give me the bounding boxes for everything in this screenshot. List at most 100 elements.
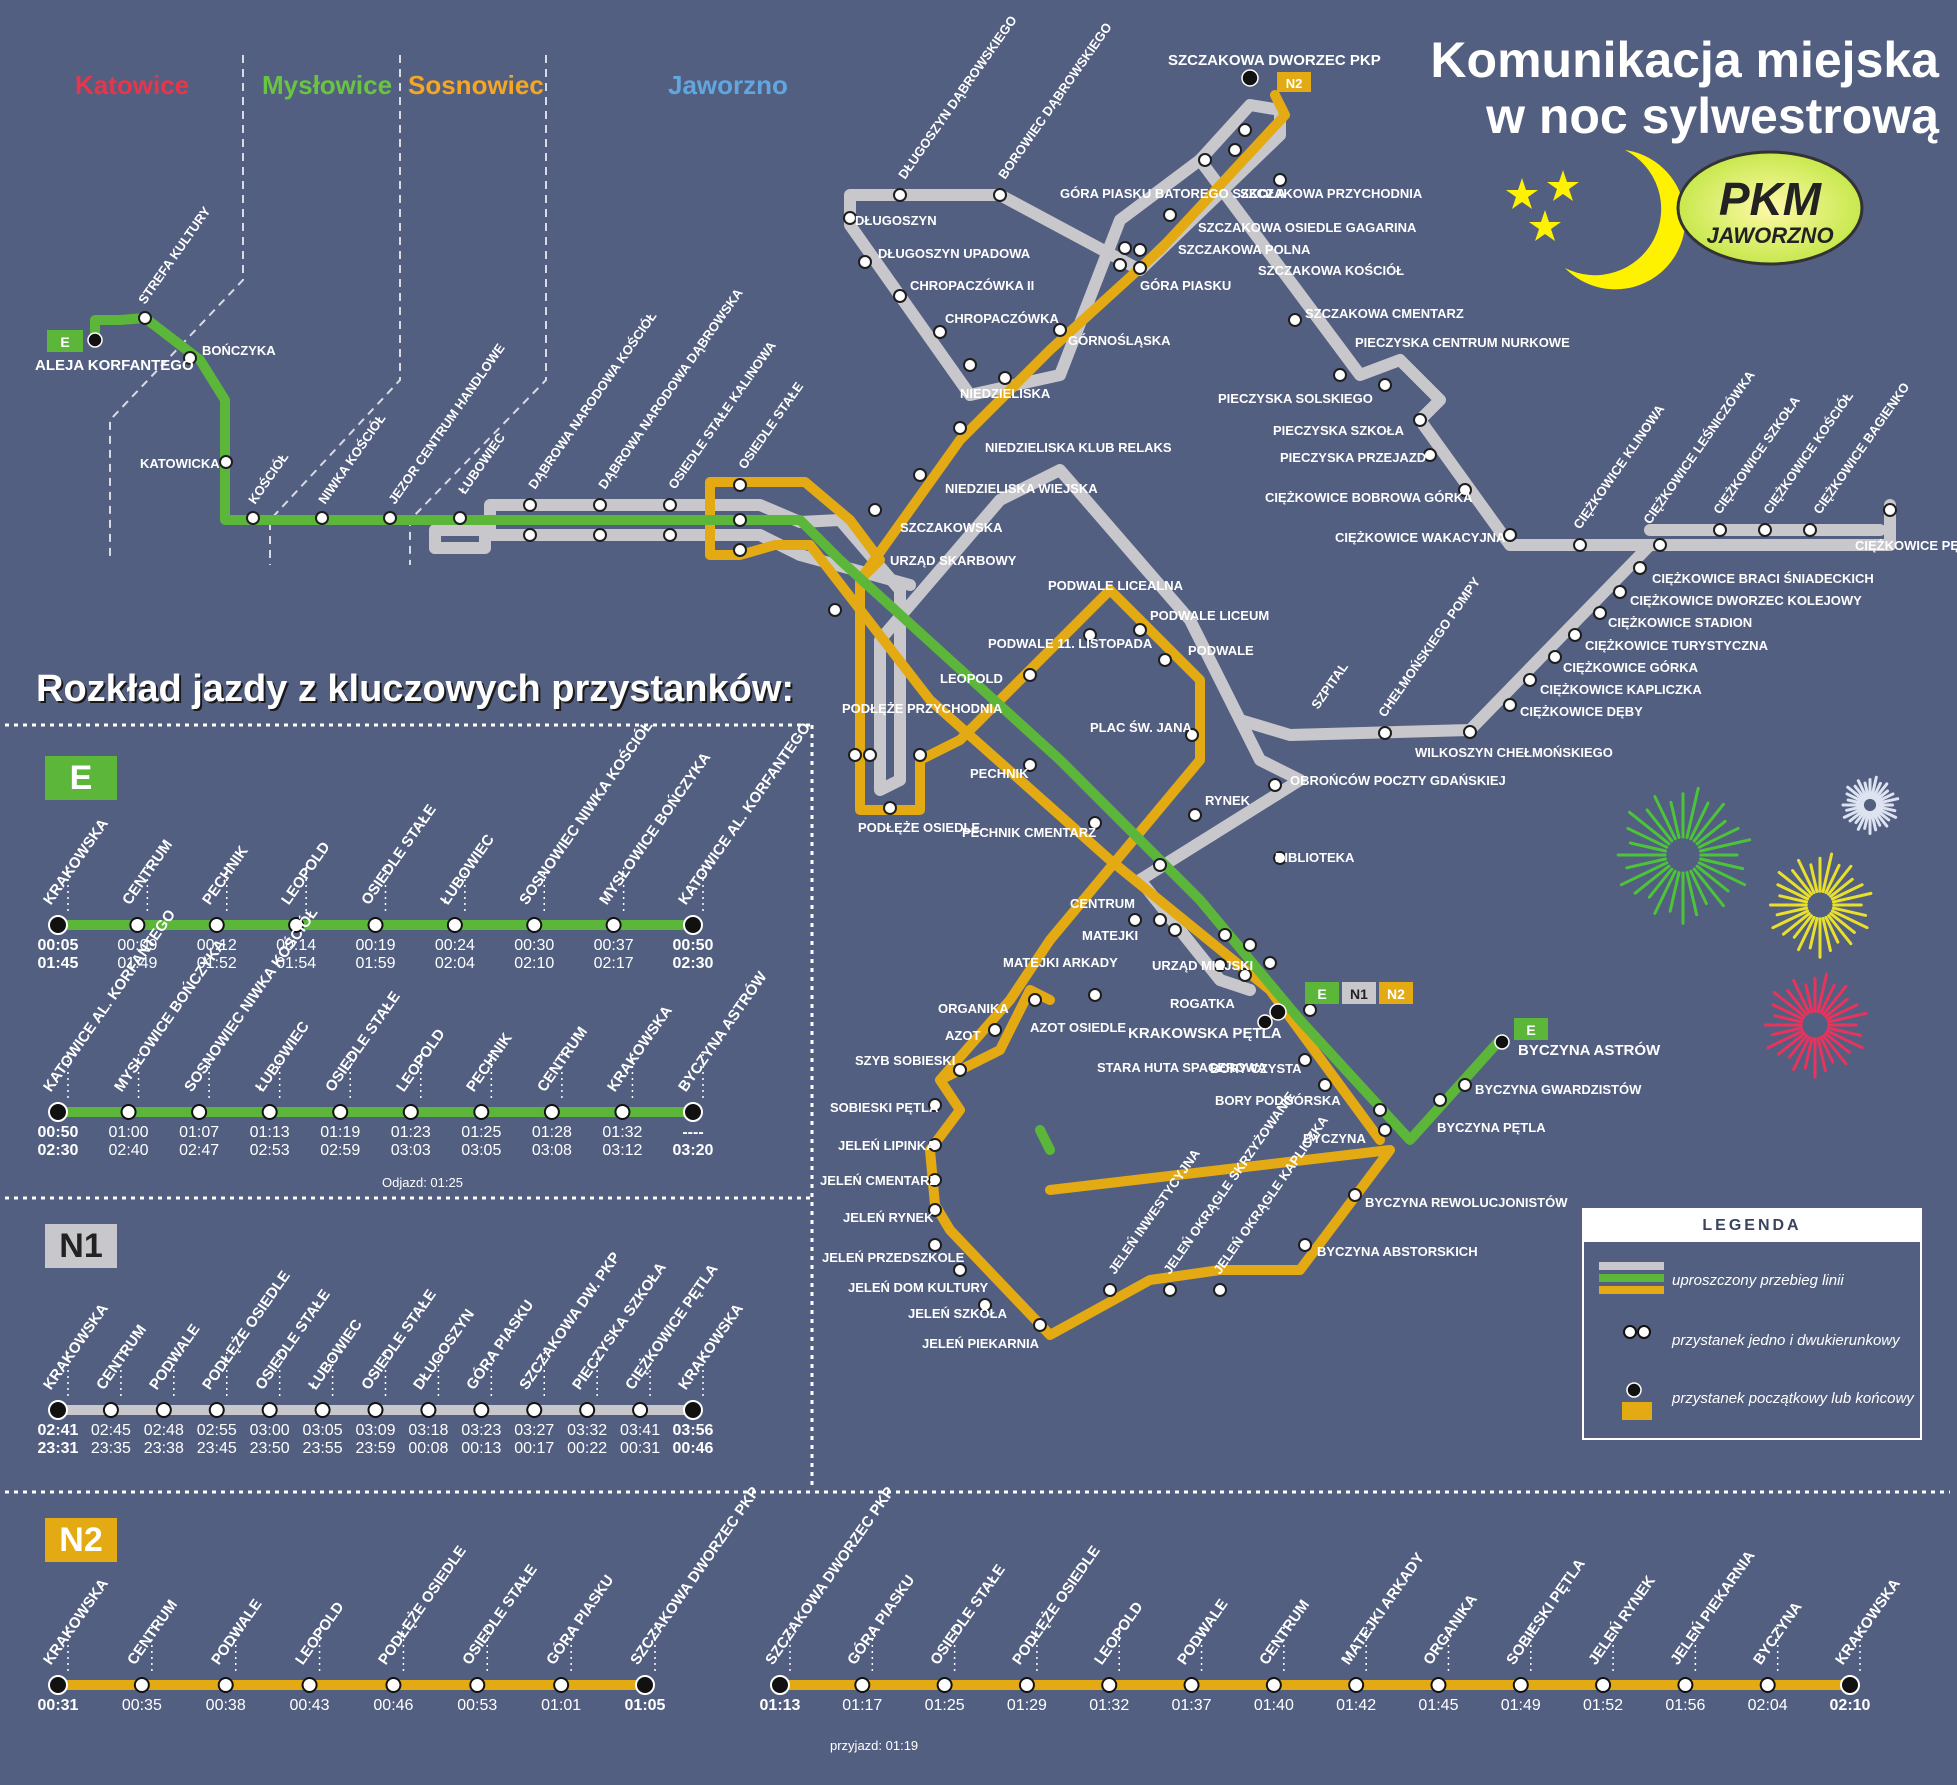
svg-text:PODWALE LICEUM: PODWALE LICEUM: [1150, 608, 1269, 623]
svg-text:SZCZAKOWA OSIEDLE GAGARINA: SZCZAKOWA OSIEDLE GAGARINA: [1198, 220, 1417, 235]
timetable-stop-marker: [632, 1402, 649, 1418]
svg-text:CIĘŻKOWICE GÓRKA: CIĘŻKOWICE GÓRKA: [1563, 660, 1699, 675]
timetable-stop-marker: [683, 1400, 703, 1420]
departure-time: 00:46: [373, 1697, 414, 1714]
svg-text:PODŁĘŻE OSIEDLE: PODŁĘŻE OSIEDLE: [858, 820, 980, 835]
svg-text:PIECZYSKA SZKOŁA: PIECZYSKA SZKOŁA: [1273, 423, 1405, 438]
svg-text:MATEJKI: MATEJKI: [1082, 928, 1138, 943]
timetable-times: 01:40: [1244, 1697, 1304, 1715]
timetable-stop-marker: [683, 1102, 703, 1122]
timetable-times: 02:10: [1820, 1697, 1880, 1715]
terminals: [87, 69, 1510, 1050]
departure-time: 01:40: [1253, 1697, 1294, 1714]
timetable-stop-marker: [936, 1677, 953, 1693]
departure-time: 01:32: [602, 1124, 643, 1141]
svg-text:BYCZYNA PĘTLA: BYCZYNA PĘTLA: [1437, 1120, 1546, 1135]
svg-text:BYCZYNA ASTRÓW: BYCZYNA ASTRÓW: [1518, 1041, 1661, 1059]
departure-time: 01:56: [1665, 1697, 1706, 1714]
svg-text:CIĘŻKOWICE BRACI ŚNIADECKICH: CIĘŻKOWICE BRACI ŚNIADECKICH: [1652, 571, 1874, 586]
city-katowice: Katowice: [75, 70, 190, 100]
timetable-stop-marker: [526, 917, 543, 933]
svg-text:SZCZAKOWA POLNA: SZCZAKOWA POLNA: [1178, 242, 1311, 257]
svg-text:PIECZYSKA CENTRUM NURKOWE: PIECZYSKA CENTRUM NURKOWE: [1355, 335, 1570, 350]
timetable-stop-marker: [120, 1104, 137, 1120]
svg-text:KATOWICKA: KATOWICKA: [140, 456, 220, 471]
schedule-heading: Rozkład jazdy z kluczowych przystanków:: [36, 668, 795, 710]
legend: LEGENDA uproszczony przebieg linii przys…: [1582, 1208, 1922, 1440]
moon-icon: [1565, 150, 1686, 290]
departure-time: 01:00: [108, 1124, 149, 1141]
svg-text:PKM: PKM: [1719, 173, 1823, 225]
timetable-stop-marker: [473, 1104, 490, 1120]
svg-text:E: E: [60, 334, 69, 350]
svg-text:JAWORZNO: JAWORZNO: [1706, 223, 1833, 248]
svg-text:CIĘŻKOWICE BOBROWA GÓRKA: CIĘŻKOWICE BOBROWA GÓRKA: [1265, 490, 1473, 505]
timetable-stop-marker: [1265, 1677, 1282, 1693]
svg-text:JELEŃ DOM KULTURY: JELEŃ DOM KULTURY: [848, 1280, 988, 1295]
svg-text:KRAKOWSKA PĘTLA: KRAKOWSKA PĘTLA: [1128, 1025, 1282, 1042]
departure-time: 02:59: [320, 1142, 361, 1159]
timetable-times: 00:46: [363, 1697, 423, 1715]
svg-text:GÓRNOŚLĄSKA: GÓRNOŚLĄSKA: [1068, 333, 1171, 348]
timetable-stop-marker: [301, 1677, 318, 1693]
city-boundaries: [109, 55, 547, 565]
timetable-stop-marker: [208, 1402, 225, 1418]
departure-time: 00:08: [408, 1440, 449, 1457]
departure-time: 00:46: [672, 1440, 714, 1457]
svg-text:BORY PODGÓRSKA: BORY PODGÓRSKA: [1215, 1093, 1341, 1108]
svg-text:E: E: [1317, 986, 1326, 1002]
svg-text:CIĘŻKOWICE STADION: CIĘŻKOWICE STADION: [1608, 615, 1752, 630]
svg-text:AZOT OSIEDLE: AZOT OSIEDLE: [1030, 1020, 1126, 1035]
departure-time: 00:22: [567, 1440, 608, 1457]
timetable-stop-marker: [155, 1402, 172, 1418]
svg-text:PODŁĘŻE PRZYCHODNIA: PODŁĘŻE PRZYCHODNIA: [842, 701, 1003, 716]
departure-time: 00:37: [593, 937, 634, 954]
departure-time: 01:45: [1418, 1697, 1459, 1714]
svg-text:PLAC ŚW. JANA: PLAC ŚW. JANA: [1090, 720, 1192, 735]
timetable-times: 00:38: [196, 1697, 256, 1715]
svg-text:OBROŃCÓW POCZTY GDAŃSKIEJ: OBROŃCÓW POCZTY GDAŃSKIEJ: [1290, 773, 1506, 788]
svg-text:N2: N2: [1387, 986, 1405, 1002]
svg-text:ROGATKA: ROGATKA: [1170, 996, 1235, 1011]
timetable-stop-marker: [367, 917, 384, 933]
departure-time: 02:47: [179, 1142, 220, 1159]
svg-text:CIĘŻKOWICE PĘTLA: CIĘŻKOWICE PĘTLA: [1855, 538, 1957, 553]
city-jaworzno: Jaworzno: [668, 70, 788, 100]
timetable-stop-marker: [1595, 1677, 1612, 1693]
svg-text:JELEŃ SZKOŁA: JELEŃ SZKOŁA: [908, 1306, 1008, 1321]
timetable-stop-marker: [261, 1402, 278, 1418]
timetable-times: 01:45: [1408, 1697, 1468, 1715]
timetable-stop-marker: [332, 1104, 349, 1120]
departure-time: 00:19: [355, 937, 396, 954]
departure-time: 02:04: [1747, 1697, 1788, 1714]
timetable-times: 01:01: [531, 1697, 591, 1715]
departure-time: 01:52: [196, 955, 237, 972]
timetable-times: 01:49: [1491, 1697, 1551, 1715]
departure-time: 23:55: [302, 1440, 343, 1457]
title-line-2: w noc sylwestrową: [1486, 88, 1939, 144]
departure-time: 00:38: [205, 1697, 246, 1714]
departure-time: 01:54: [276, 955, 317, 972]
timetable-times: 01:32: [1079, 1697, 1139, 1715]
svg-text:PODWALE LICEALNA: PODWALE LICEALNA: [1048, 578, 1184, 593]
legend-heading: LEGENDA: [1584, 1210, 1920, 1242]
svg-text:CIĘŻKOWICE KAPLICZKA: CIĘŻKOWICE KAPLICZKA: [1540, 682, 1702, 697]
timetable-stop-marker: [208, 917, 225, 933]
departure-time: 03:23: [461, 1422, 502, 1439]
legend-stop: przystanek jedno i dwukierunkowy: [1672, 1332, 1900, 1349]
svg-text:RYNEK: RYNEK: [1205, 793, 1251, 808]
departure-time: 01:07: [179, 1124, 220, 1141]
